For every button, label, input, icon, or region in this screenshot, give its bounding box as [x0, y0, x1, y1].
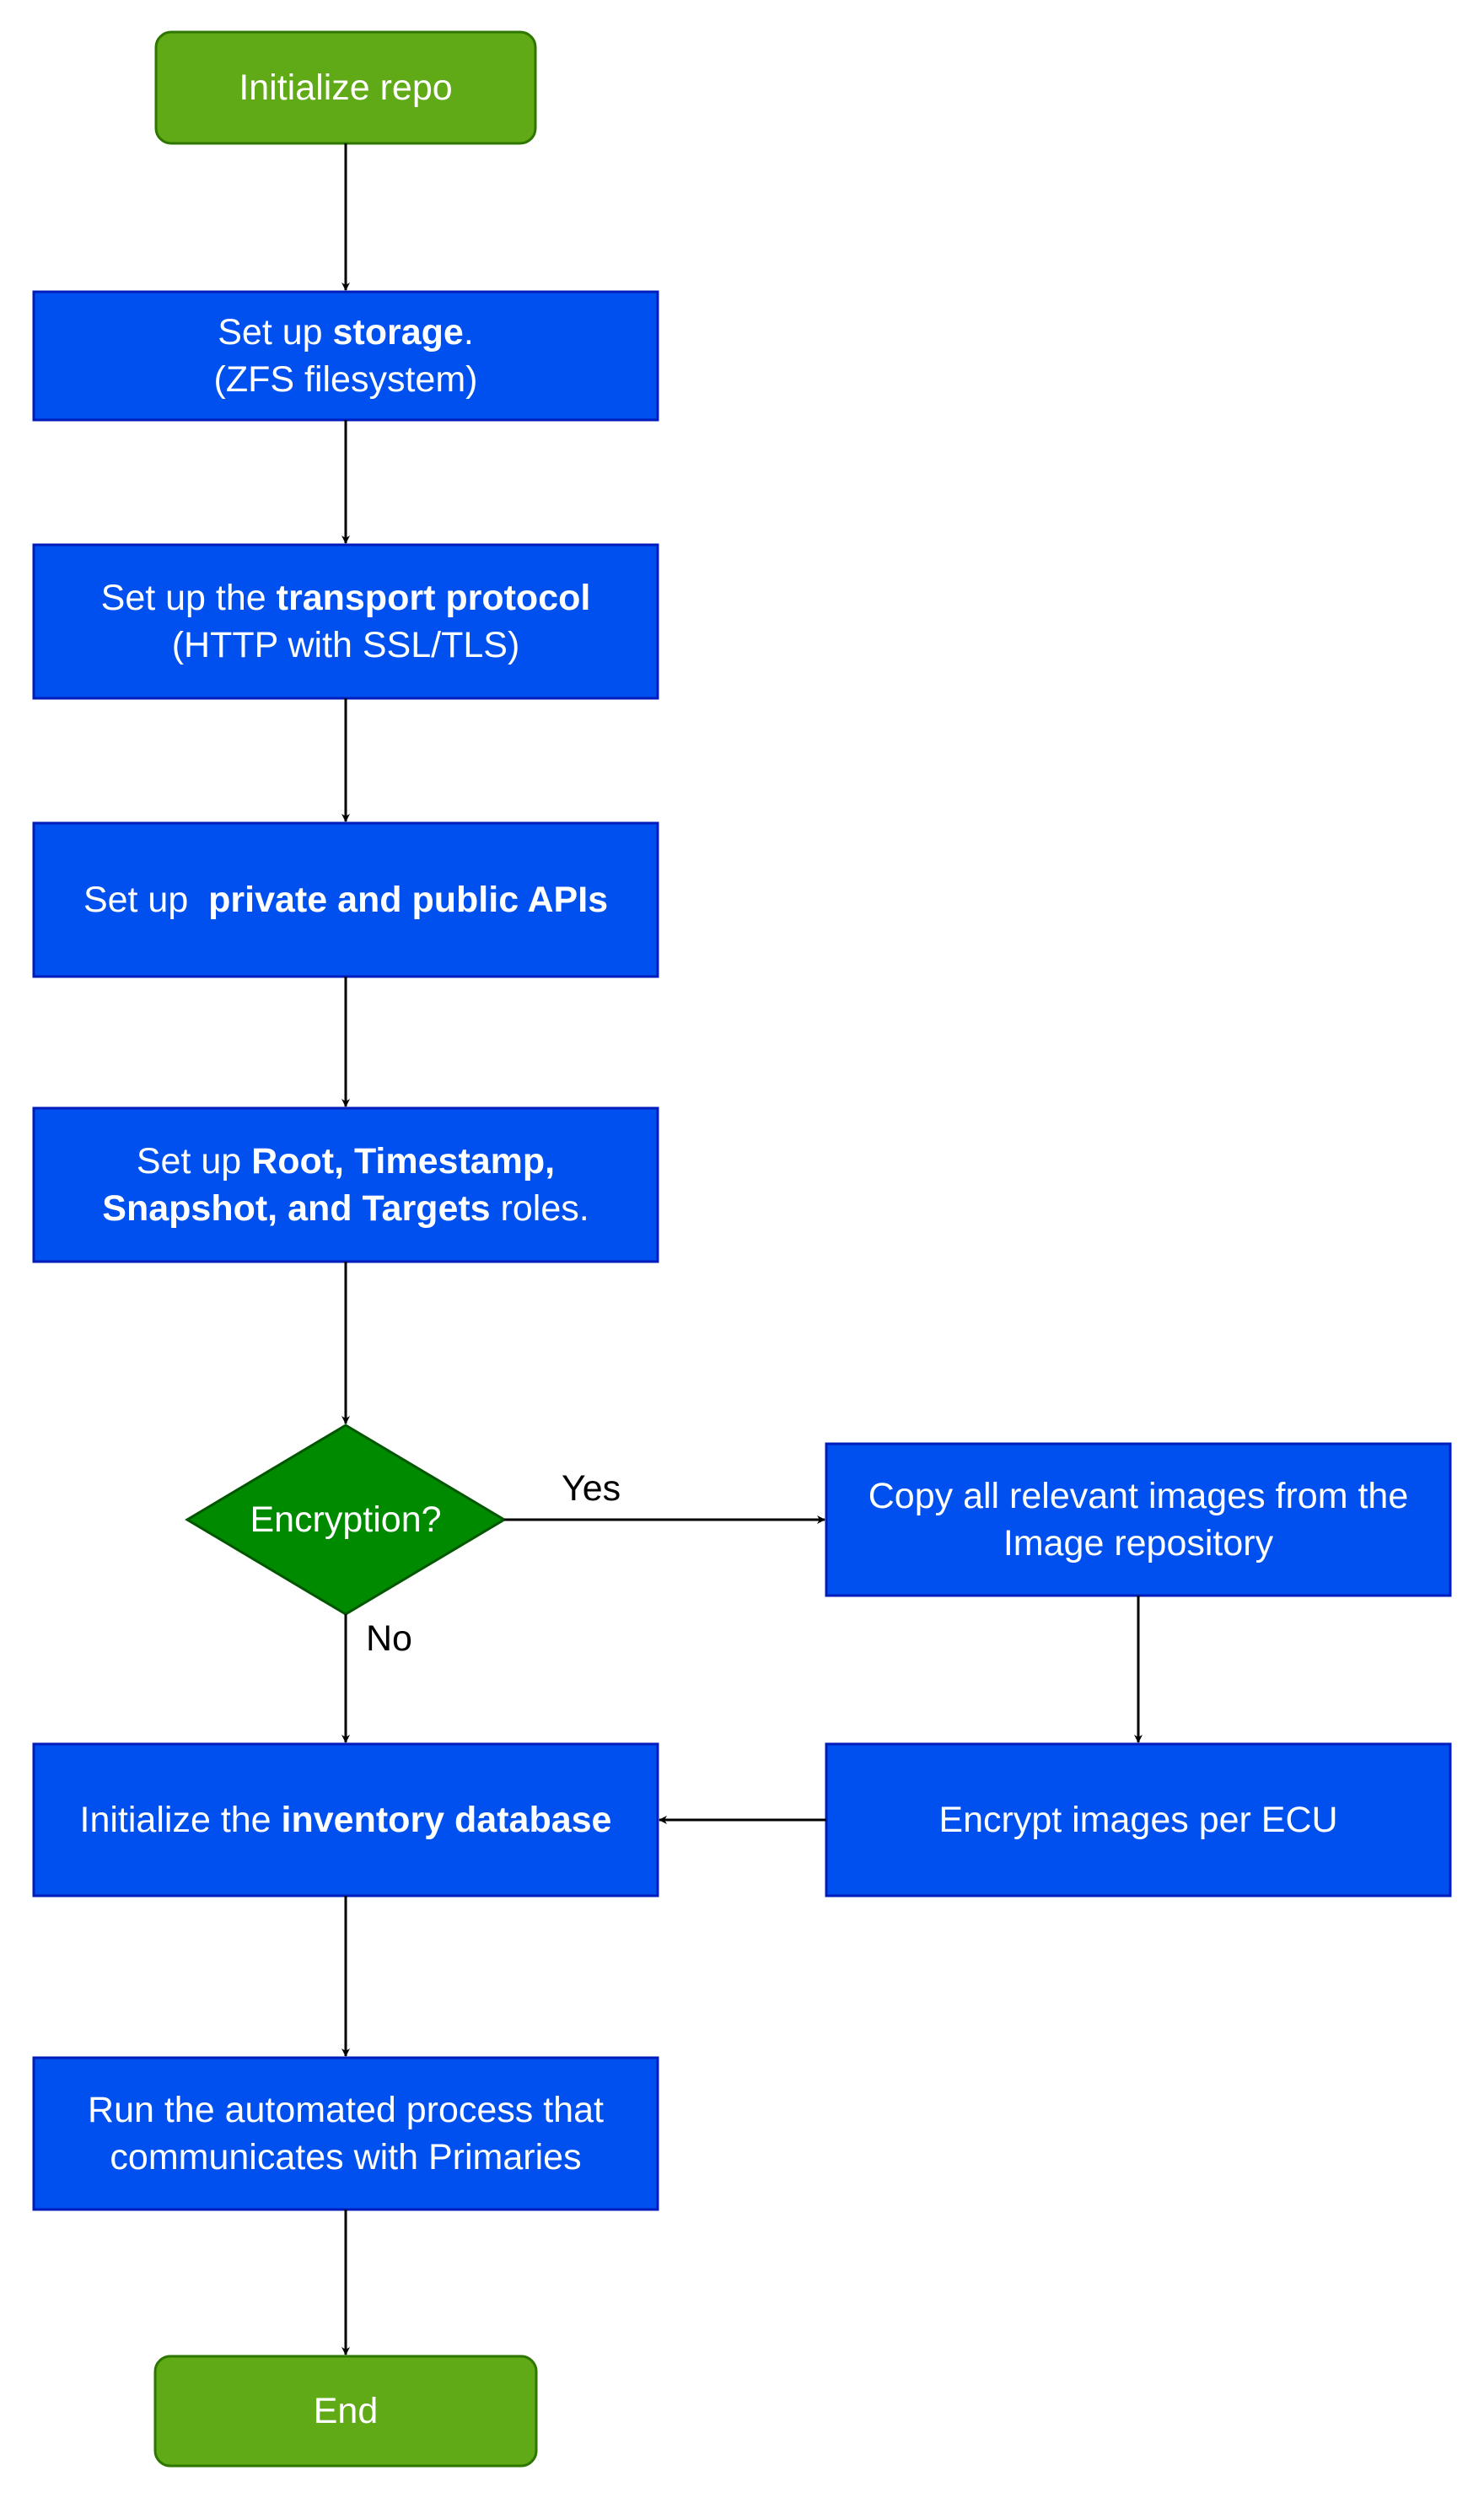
storage-process-shape: [32, 290, 659, 422]
storage-label-suffix: .: [463, 312, 474, 353]
roles-label-bold-2: Snapshot, and Targets: [102, 1188, 491, 1229]
no-edge-label: No: [366, 1618, 412, 1659]
automated-label-line2: communicates with Primaries: [110, 2137, 582, 2177]
start-label: Initialize repo: [239, 67, 453, 108]
encrypt-step: Encrypt images per ECU: [826, 1744, 1450, 1896]
apis-step: Set up private and public APIs: [34, 823, 658, 977]
copy-label-line1: Copy all relevant images from the: [868, 1476, 1409, 1516]
end-terminal: End: [155, 2356, 536, 2466]
automated-step: Run the automated process that communica…: [34, 2058, 658, 2210]
storage-step: Set up storage. (ZFS filesystem): [34, 292, 658, 420]
encryption-decision: Encryption?: [187, 1425, 504, 1614]
apis-label-bold: private and public APIs: [208, 880, 609, 920]
roles-label-suffix: roles.: [490, 1188, 589, 1229]
roles-process-shape: [32, 1106, 659, 1263]
inventory-process-shape: [32, 1742, 659, 1897]
transport-step: Set up the transport protocol (HTTP with…: [34, 545, 658, 698]
transport-label-line2: (HTTP with SSL/TLS): [171, 625, 520, 665]
copy-process-shape: [825, 1442, 1452, 1597]
storage-label-prefix: Set up: [218, 312, 333, 353]
roles-label-prefix: Set up: [136, 1141, 252, 1182]
end-label: End: [313, 2391, 379, 2431]
encrypt-label: Encrypt images per ECU: [938, 1800, 1338, 1840]
copy-label-line2: Image repository: [1003, 1523, 1274, 1564]
start-terminal: Initialize repo: [156, 32, 535, 143]
apis-process-shape: [32, 821, 659, 978]
yes-edge-label: Yes: [562, 1468, 621, 1509]
transport-process-shape: [32, 543, 659, 700]
encryption-label: Encryption?: [250, 1499, 442, 1540]
inventory-label-bold: inventory database: [281, 1800, 612, 1840]
storage-label-bold: storage: [332, 312, 464, 353]
storage-label-line2: (ZFS filesystem): [213, 359, 478, 400]
automated-label-line1: Run the automated process that: [88, 2090, 604, 2130]
automated-process-shape: [32, 2056, 659, 2211]
inventory-step: Initialize the inventory database: [34, 1744, 658, 1896]
roles-label-bold-1: Root, Timestamp,: [251, 1141, 556, 1182]
roles-step: Set up Root, Timestamp, Snapshot, and Ta…: [34, 1108, 658, 1262]
end-terminal-shape: [153, 2355, 538, 2468]
copy-step: Copy all relevant images from the Image …: [826, 1444, 1450, 1596]
apis-label-prefix: Set up: [83, 880, 209, 920]
transport-label-prefix: Set up the: [100, 578, 277, 618]
inventory-label-prefix: Initialize the: [79, 1800, 282, 1840]
transport-label-bold: transport protocol: [276, 578, 591, 618]
